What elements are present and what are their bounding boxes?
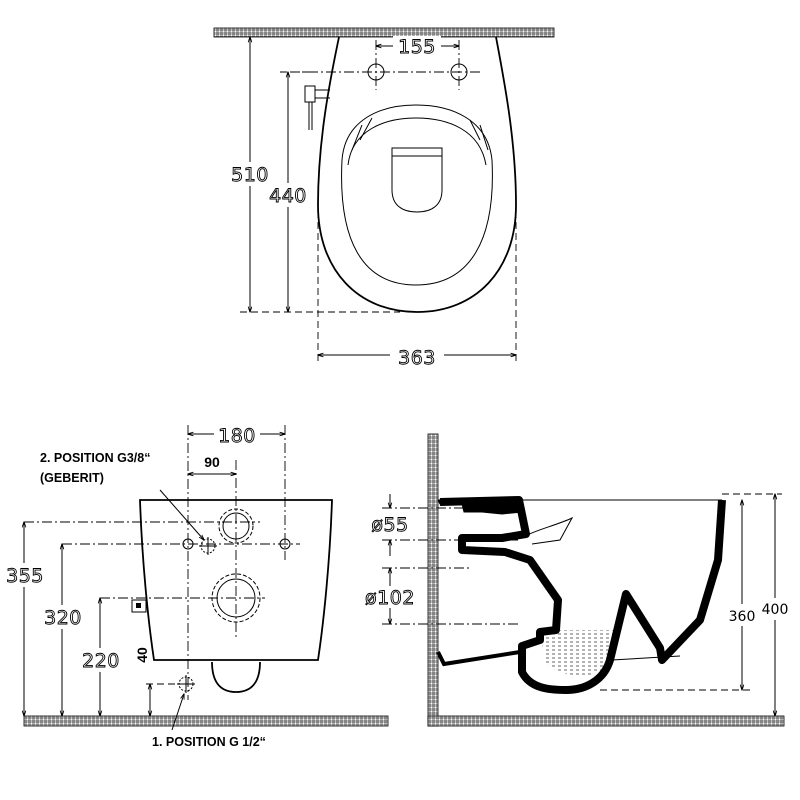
floor-section-side — [427, 715, 785, 727]
rim-opening — [341, 104, 493, 286]
dim-outer-spacing: 180 — [218, 425, 256, 447]
water-surface — [540, 630, 620, 676]
wall-section-top — [213, 27, 555, 38]
note-position-2-line2: (GEBERIT) — [40, 471, 104, 485]
dim-depth-total: 510 — [231, 164, 269, 186]
wall-section-side — [427, 433, 439, 727]
note-position-2-line1: 2. POSITION G3/8“ — [40, 451, 150, 465]
side-view: ø55 ø102 360 400 — [360, 433, 789, 727]
dim-height-355: 355 — [6, 565, 44, 587]
dim-height-360: 360 — [729, 609, 756, 625]
note-position-1: 1. POSITION G 1/2“ — [152, 735, 266, 749]
dim-outlet-dia: ø102 — [365, 587, 415, 609]
front-view: 180 90 355 320 220 40 2. POSITION G3/8“ … — [4, 423, 389, 749]
side-valve — [304, 85, 316, 103]
dim-inlet-dia: ø55 — [371, 514, 408, 536]
bowl-outline — [317, 36, 517, 313]
dim-inner-spacing: 90 — [204, 454, 220, 470]
dim-height-220: 220 — [82, 650, 120, 672]
floor-section-front — [23, 715, 389, 727]
dim-fixing-spacing: 155 — [398, 36, 436, 58]
waste-opening — [391, 147, 443, 213]
dim-depth-bowl: 440 — [269, 185, 307, 207]
top-view: 155 510 440 363 — [213, 27, 555, 369]
front-body-outline — [139, 499, 333, 661]
dim-height-320: 320 — [44, 607, 82, 629]
dim-width: 363 — [398, 347, 436, 369]
dim-height-400: 400 — [762, 602, 789, 618]
dim-height-40: 40 — [134, 647, 150, 663]
rim-inner-hatch — [347, 117, 487, 166]
front-side-valve — [131, 599, 147, 613]
front-pan-bottom — [211, 661, 261, 693]
